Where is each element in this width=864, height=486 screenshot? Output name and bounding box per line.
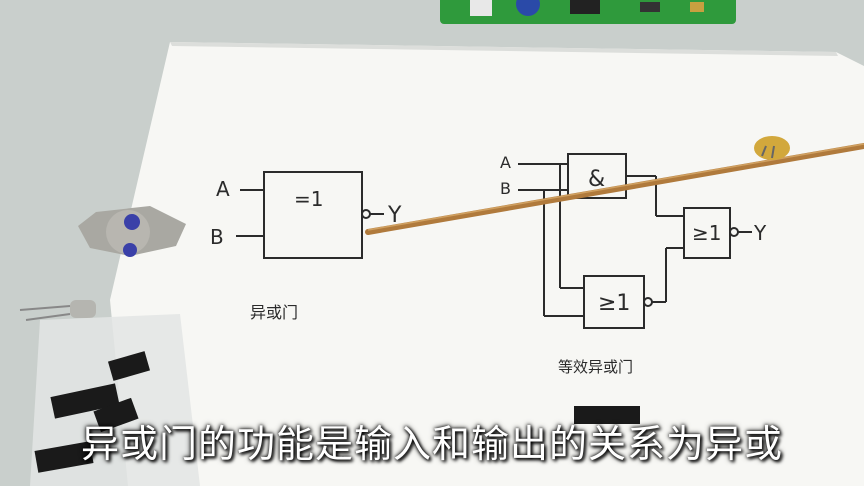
circuit-board	[440, 0, 736, 24]
xor-gate-diagram	[236, 171, 384, 259]
equivalent-input-b: B	[500, 179, 511, 198]
equivalent-output: Y	[753, 221, 767, 245]
ic-chips	[34, 351, 640, 473]
xor-input-b: B	[210, 225, 224, 249]
xor-title: 异或门	[250, 303, 298, 322]
gold-component	[754, 136, 790, 160]
xor-input-a: A	[216, 177, 230, 201]
xor-output: Y	[387, 203, 402, 228]
equivalent-circuit-diagram	[518, 153, 752, 329]
power-transistor	[78, 206, 186, 257]
pointer-stick	[365, 143, 864, 235]
nor-gate-bottom-label: ≥1	[598, 291, 630, 316]
xor-gate-label: =1	[294, 187, 323, 211]
equivalent-input-a: A	[500, 153, 511, 172]
equivalent-title: 等效异或门	[558, 358, 633, 376]
paper-shadow	[170, 42, 838, 56]
and-gate-label: &	[588, 167, 605, 192]
nor-gate-top-label: ≥1	[692, 221, 721, 245]
small-transistor	[19, 300, 96, 321]
paper-sheet	[110, 42, 864, 486]
subtitle-caption: 异或门的功能是输入和输出的关系为异或	[80, 422, 783, 466]
